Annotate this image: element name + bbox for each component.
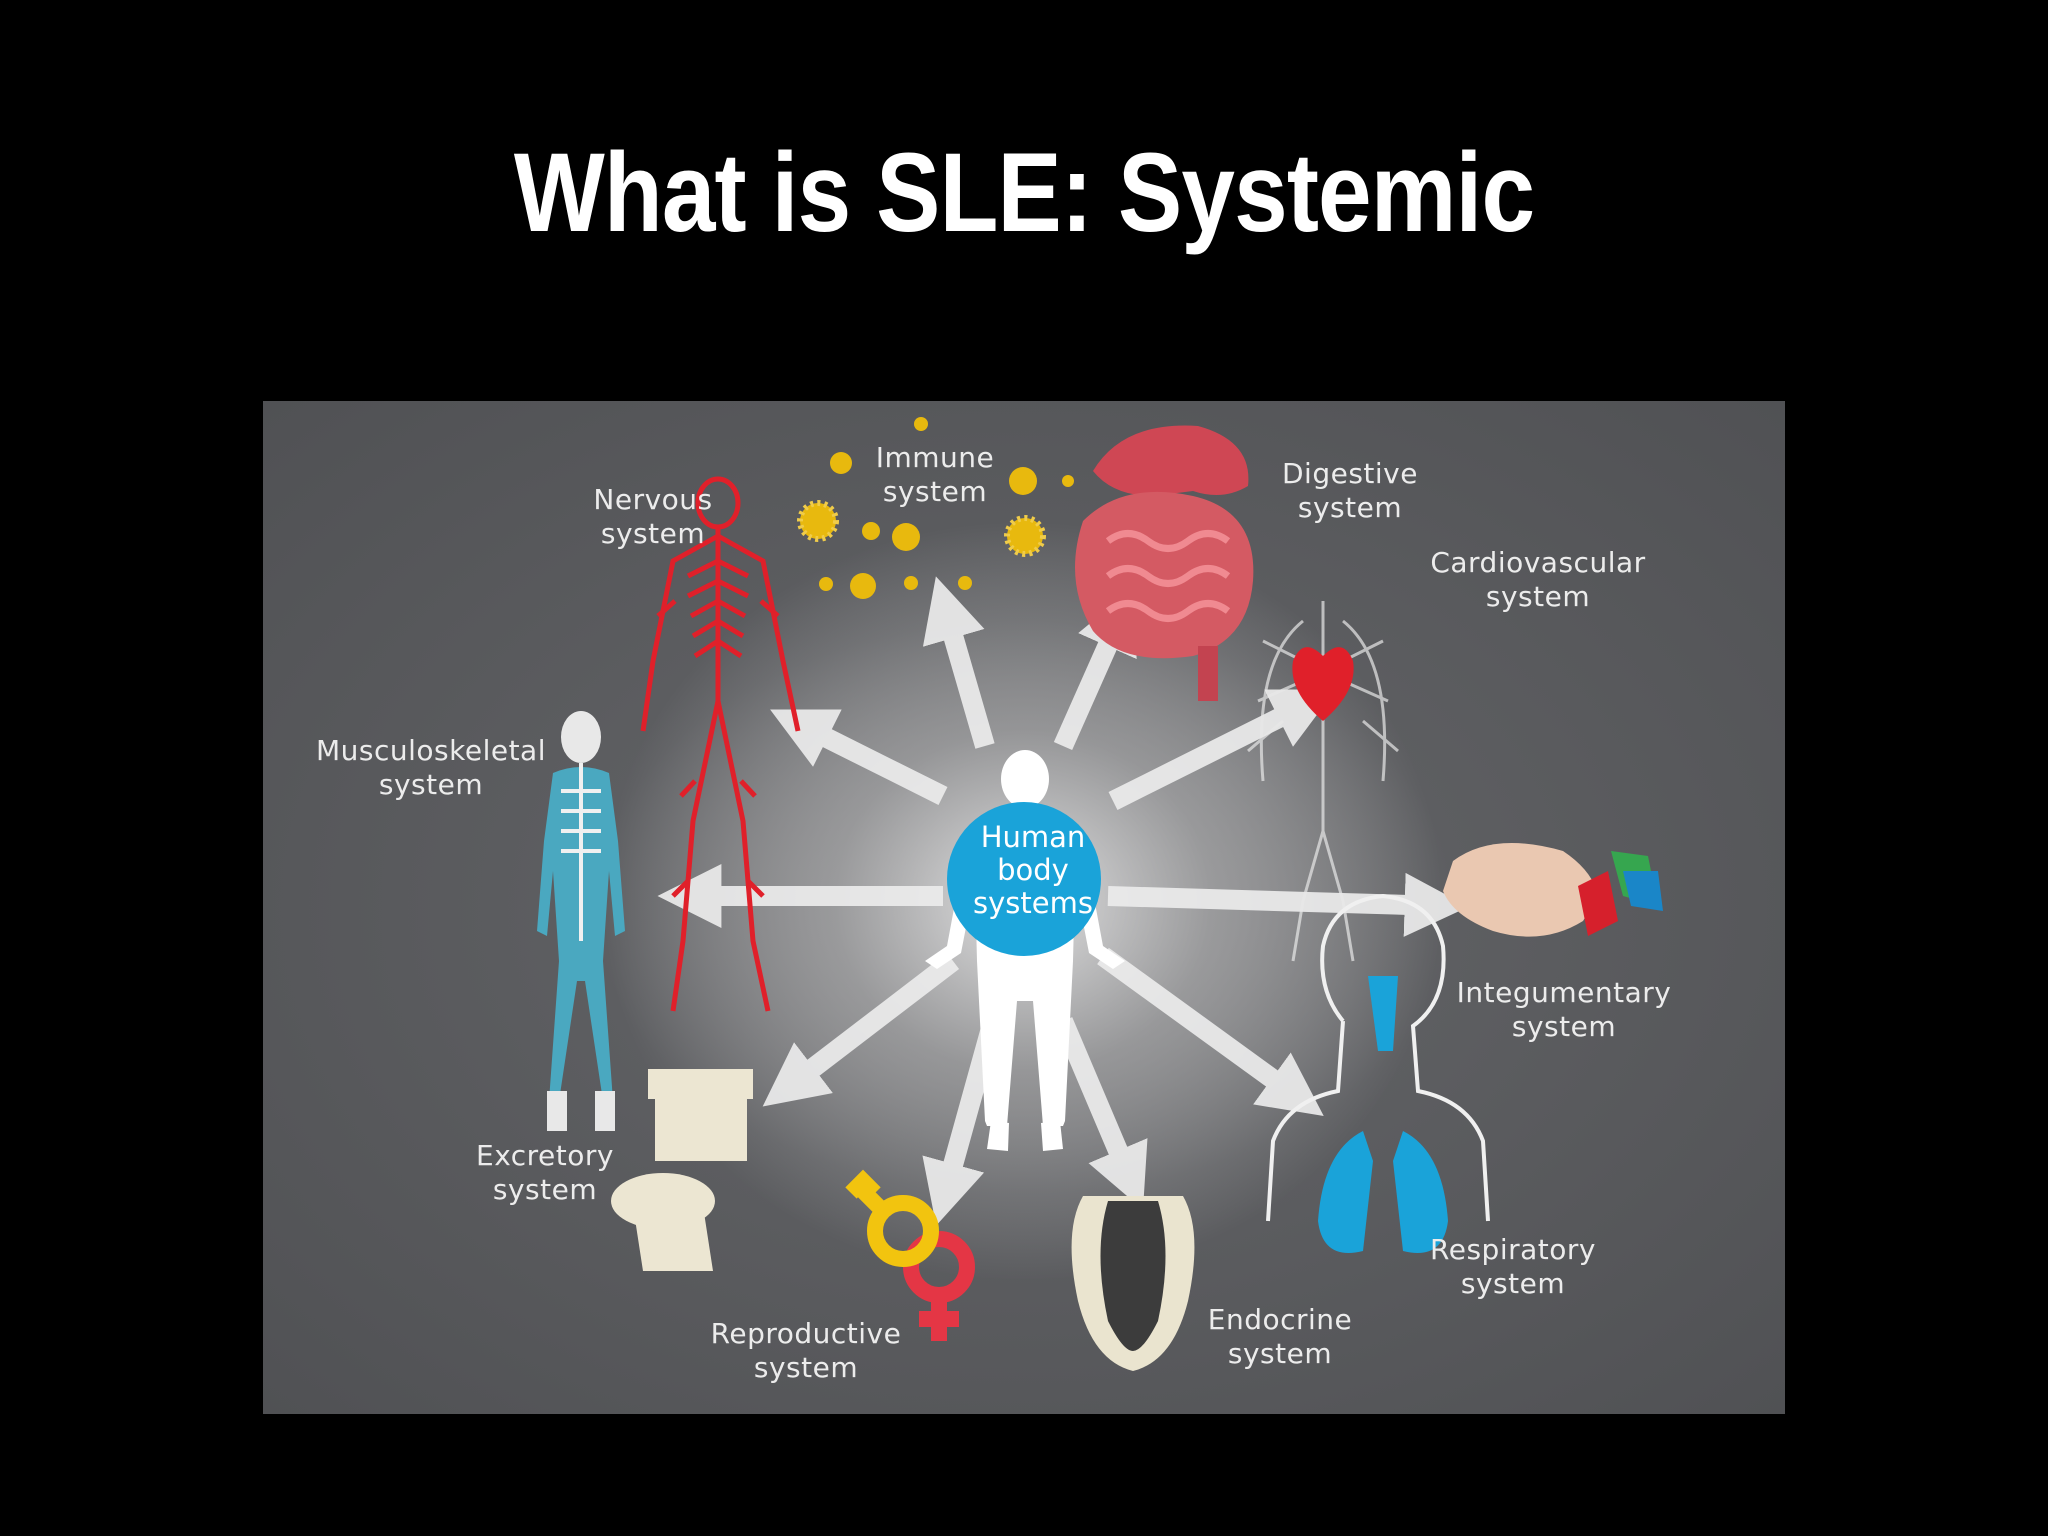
arrow-endocrine	[1053, 1017, 1148, 1210]
respiratory-system-label: Respiratory system	[1430, 1233, 1596, 1300]
arrow-nervous	[770, 709, 948, 805]
excretory-system-label: Excretory system	[476, 1139, 614, 1206]
skeleton-muscles-icon	[537, 711, 625, 1131]
gland-icon	[1071, 1196, 1195, 1371]
arrow-respiratory	[1097, 947, 1324, 1117]
immune-system-label: Immune system	[875, 441, 995, 508]
slide-title: What is SLE: Systemic	[513, 130, 1535, 255]
nervous-system-icon	[640, 476, 801, 1012]
arrow-integumentary	[1107, 872, 1469, 937]
heart-vessels-icon	[1247, 601, 1399, 962]
body-systems-diagram: Human body systems Nervous system Immune…	[263, 401, 1785, 1414]
immune-cells-icon	[797, 417, 1074, 599]
arrow-excretory	[762, 953, 960, 1107]
digestive-system-label: Digestive system	[1282, 457, 1418, 524]
hand-skin-icon	[1443, 843, 1663, 937]
cardiovascular-system-label: Cardiovascular system	[1430, 546, 1646, 613]
gender-symbols-icon	[845, 1169, 975, 1341]
integumentary-system-label: Integumentary system	[1456, 976, 1672, 1043]
stomach-intestines-icon	[1075, 425, 1254, 701]
heart-icon	[1292, 647, 1354, 721]
lungs-head-icon	[1266, 893, 1490, 1253]
nervous-system-label: Nervous system	[593, 483, 713, 550]
endocrine-system-label: Endocrine system	[1207, 1303, 1353, 1370]
hub-circle	[947, 802, 1101, 956]
reproductive-system-label: Reproductive system	[710, 1317, 902, 1384]
toilet-icon	[611, 1069, 753, 1271]
musculoskeletal-system-label: Musculoskeletal system	[316, 734, 546, 801]
arrow-cardiovascular	[1108, 689, 1336, 810]
hub-label: Human body systems	[973, 820, 1093, 920]
arrow-immune	[922, 576, 995, 749]
